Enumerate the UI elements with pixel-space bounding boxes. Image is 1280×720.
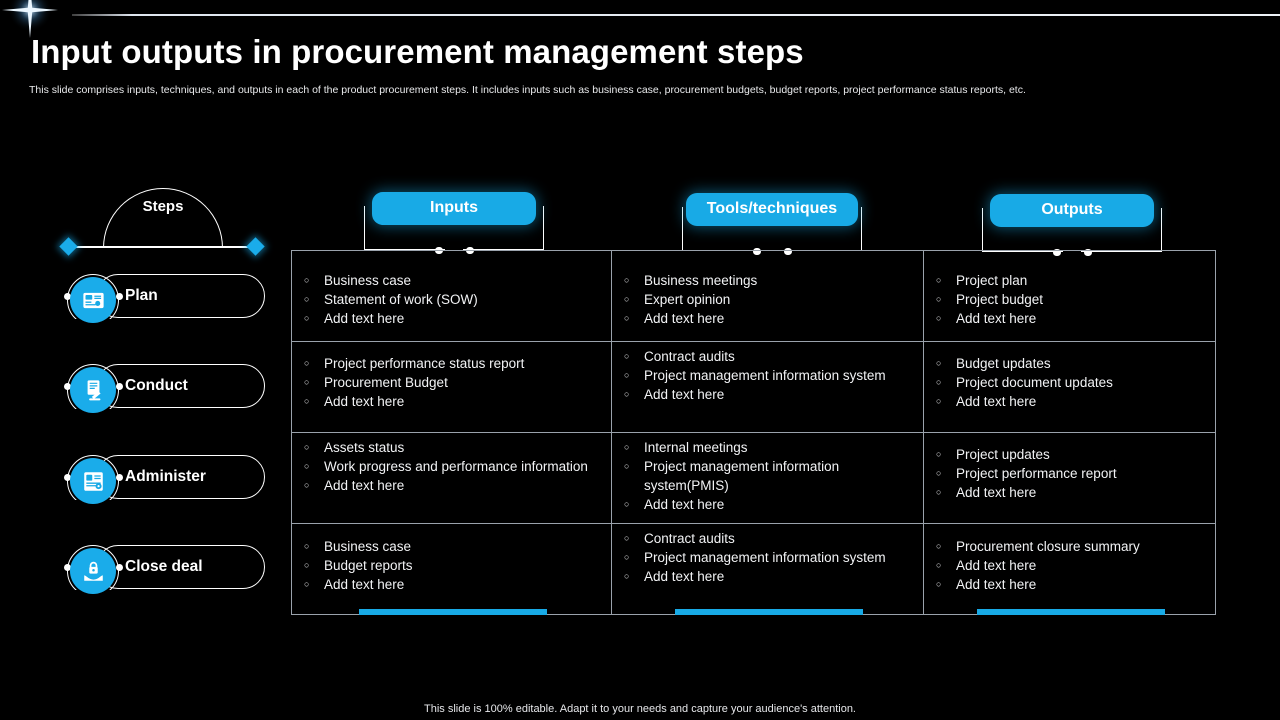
table-cell-outputs: Budget updatesProject document updatesAd… (924, 342, 1215, 432)
column-header-inputs[interactable]: Inputs (364, 192, 544, 254)
table-cell-tools: Internal meetingsProject management info… (612, 433, 924, 523)
list-item: Project management information system (624, 366, 913, 385)
list-item: Project performance report (936, 464, 1205, 483)
header-dot-right-icon (1084, 248, 1092, 256)
page-subtitle: This slide comprises inputs, techniques,… (29, 84, 1026, 96)
table-row: Business caseStatement of work (SOW)Add … (292, 251, 1215, 342)
plan-chart-icon (70, 277, 116, 323)
header-dot-left-icon (1053, 248, 1061, 256)
table-cell-inputs: Business caseStatement of work (SOW)Add … (292, 251, 612, 341)
step-dot-left-icon (64, 564, 71, 571)
list-item: Project plan (936, 271, 1205, 290)
list-item: Add text here (936, 483, 1205, 502)
step-item-conduct[interactable]: Conduct (63, 364, 265, 413)
column-header-label: Outputs (990, 194, 1154, 227)
table-cell-outputs: Procurement closure summaryAdd text here… (924, 524, 1215, 614)
list-item: Add text here (304, 476, 601, 495)
list-item: Budget updates (936, 354, 1205, 373)
list-item: Business case (304, 537, 601, 556)
list-item: Business case (304, 271, 601, 290)
list-item: Project management information system (624, 548, 913, 567)
column-header-tools[interactable]: Tools/techniques (682, 193, 862, 255)
steps-header: Steps (59, 188, 265, 256)
accent-bar-outputs (977, 609, 1165, 615)
sparkle-icon (0, 0, 62, 42)
steps-header-rule (69, 246, 257, 249)
header-bracket (982, 208, 1162, 252)
step-dot-right-icon (116, 383, 123, 390)
table-cell-inputs: Project performance status reportProcure… (292, 342, 612, 432)
header-dot-right-icon (784, 247, 792, 255)
step-item-close-deal[interactable]: Close deal (63, 545, 265, 594)
page-title: Input outputs in procurement management … (31, 33, 804, 70)
top-divider-rule (72, 14, 1280, 16)
list-item: Internal meetings (624, 438, 913, 457)
list-item: Add text here (936, 556, 1205, 575)
list-item: Work progress and performance informatio… (304, 457, 601, 476)
list-item: Add text here (936, 392, 1205, 411)
step-item-plan[interactable]: Plan (63, 274, 265, 323)
list-item: Add text here (624, 309, 913, 328)
diamond-marker-right-icon (246, 237, 265, 256)
list-item: Add text here (936, 309, 1205, 328)
list-item: Contract audits (624, 347, 913, 366)
list-item: Add text here (936, 575, 1205, 594)
list-item: Procurement closure summary (936, 537, 1205, 556)
footer-note: This slide is 100% editable. Adapt it to… (424, 703, 856, 715)
table-cell-inputs: Business caseBudget reportsAdd text here (292, 524, 612, 614)
step-label: Conduct (125, 377, 188, 394)
list-item: Add text here (624, 495, 913, 514)
accent-bar-inputs (359, 609, 547, 615)
step-dot-right-icon (116, 474, 123, 481)
accent-bar-tools (675, 609, 863, 615)
step-item-administer[interactable]: Administer (63, 455, 265, 504)
list-item: Business meetings (624, 271, 913, 290)
column-header-label: Inputs (372, 192, 536, 225)
table-row: Project performance status reportProcure… (292, 342, 1215, 433)
contract-gavel-icon (70, 367, 116, 413)
list-item: Add text here (624, 385, 913, 404)
list-item: Project management information system(PM… (624, 457, 913, 495)
table-row: Assets statusWork progress and performan… (292, 433, 1215, 524)
column-header-outputs[interactable]: Outputs (982, 194, 1162, 256)
list-item: Statement of work (SOW) (304, 290, 601, 309)
list-item: Add text here (624, 567, 913, 586)
list-item: Budget reports (304, 556, 601, 575)
step-label: Close deal (125, 558, 203, 575)
step-dot-right-icon (116, 564, 123, 571)
list-item: Project updates (936, 445, 1205, 464)
list-item: Add text here (304, 575, 601, 594)
list-item: Add text here (304, 309, 601, 328)
procurement-matrix-table: Business caseStatement of work (SOW)Add … (291, 250, 1216, 615)
list-item: Expert opinion (624, 290, 913, 309)
table-cell-outputs: Project planProject budgetAdd text here (924, 251, 1215, 341)
diamond-marker-left-icon (59, 237, 78, 256)
step-label: Plan (125, 287, 158, 304)
step-label: Administer (125, 468, 206, 485)
steps-arc-decoration (103, 188, 223, 248)
list-item: Project budget (936, 290, 1205, 309)
table-cell-tools: Contract auditsProject management inform… (612, 342, 924, 432)
header-dot-left-icon (753, 247, 761, 255)
table-row: Business caseBudget reportsAdd text here… (292, 524, 1215, 614)
list-item: Add text here (304, 392, 601, 411)
list-item: Project performance status report (304, 354, 601, 373)
step-dot-left-icon (64, 474, 71, 481)
header-bracket (364, 206, 544, 250)
table-cell-tools: Business meetingsExpert opinionAdd text … (612, 251, 924, 341)
step-dot-left-icon (64, 383, 71, 390)
table-cell-tools: Contract auditsProject management inform… (612, 524, 924, 614)
list-item: Project document updates (936, 373, 1205, 392)
document-settings-icon (70, 458, 116, 504)
handshake-lock-icon (70, 548, 116, 594)
step-dot-left-icon (64, 293, 71, 300)
list-item: Assets status (304, 438, 601, 457)
steps-header-label: Steps (142, 198, 184, 215)
step-dot-right-icon (116, 293, 123, 300)
list-item: Procurement Budget (304, 373, 601, 392)
table-cell-inputs: Assets statusWork progress and performan… (292, 433, 612, 523)
table-cell-outputs: Project updatesProject performance repor… (924, 433, 1215, 523)
column-header-label: Tools/techniques (686, 193, 858, 226)
list-item: Contract audits (624, 529, 913, 548)
